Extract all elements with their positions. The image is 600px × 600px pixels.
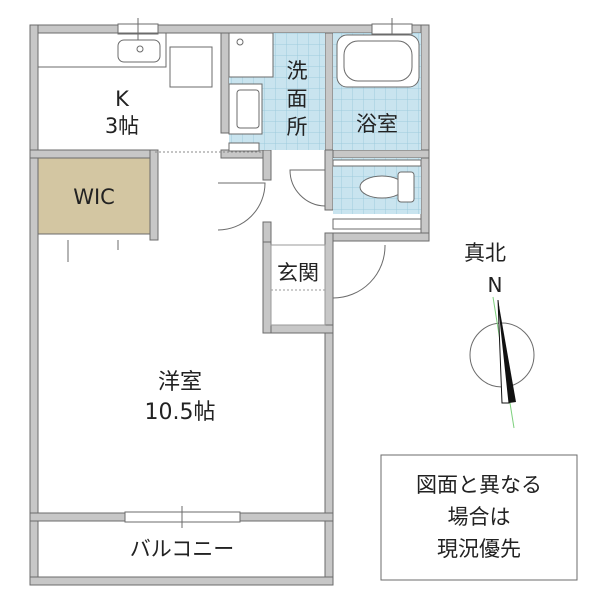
wic-area (37, 157, 151, 235)
notice-line-3: 現況優先 (437, 537, 521, 561)
kitchen-counter (37, 32, 213, 88)
washroom-label-1: 洗 (287, 59, 308, 83)
notice-line-1: 図面と異なる (416, 473, 542, 497)
washroom-fixtures (228, 32, 274, 152)
doors (67, 169, 386, 299)
compass-needle-icon (498, 300, 516, 403)
compass-true-north-label: 真北 (464, 241, 506, 265)
western-room-label: 洋室 (158, 370, 202, 395)
compass-needle-outline (497, 299, 510, 404)
western-room-size: 10.5帖 (145, 400, 216, 425)
kitchen-label: K (115, 87, 130, 111)
notice-line-2: 場合は (448, 505, 511, 529)
compass: 真北 N (464, 241, 535, 429)
toilet (332, 159, 422, 230)
compass-n-label: N (488, 273, 503, 297)
washroom-label-3: 所 (287, 115, 308, 139)
wic-label: WIC (73, 185, 115, 209)
kitchen-size: 3帖 (105, 114, 139, 138)
entrance-tiles (270, 244, 326, 326)
washroom-label-2: 面 (287, 87, 308, 111)
balcony-label: バルコニー (130, 537, 235, 561)
entrance-label: 玄関 (277, 261, 319, 285)
bathtub (336, 34, 420, 88)
notice-box (380, 454, 578, 581)
bathroom-label: 浴室 (356, 112, 398, 136)
